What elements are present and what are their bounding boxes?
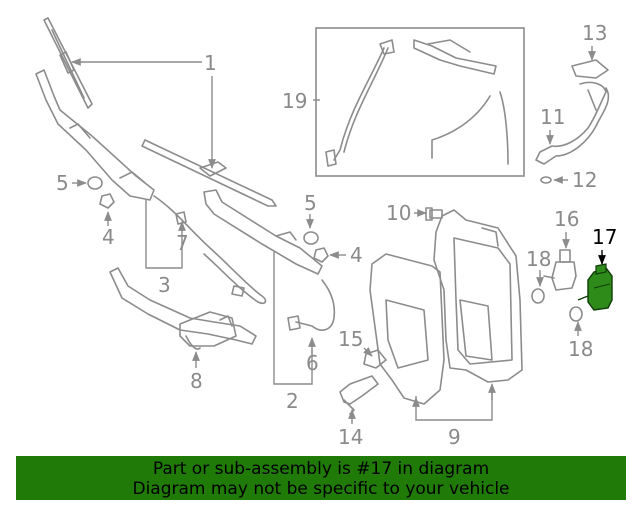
connector-14 bbox=[339, 375, 379, 415]
nut-cap-5-left bbox=[87, 176, 103, 190]
callout-15: 15 bbox=[338, 327, 363, 351]
parts-diagram: 1 2 3 4 4 5 5 6 7 8 9 10 11 12 13 14 15 … bbox=[35, 17, 617, 449]
callout-8: 8 bbox=[190, 369, 203, 393]
washer-hose-right bbox=[287, 279, 336, 331]
inset-box-nozzles bbox=[315, 27, 525, 177]
callout-5-right: 5 bbox=[304, 191, 317, 215]
washer-hose-left bbox=[153, 195, 267, 305]
wiper-blade-upper bbox=[43, 17, 93, 109]
leader-lines bbox=[71, 46, 606, 424]
wiper-blade-lower bbox=[141, 139, 277, 207]
wiper-arm-left bbox=[35, 69, 155, 201]
callout-16: 16 bbox=[554, 207, 579, 231]
bolt-10 bbox=[425, 207, 443, 221]
callout-14: 14 bbox=[338, 425, 363, 449]
callout-18-left: 18 bbox=[526, 247, 551, 271]
callout-9: 9 bbox=[448, 425, 461, 449]
filler-neck bbox=[535, 59, 610, 184]
washer-pump-17-highlighted bbox=[577, 263, 613, 311]
callout-6: 6 bbox=[306, 351, 319, 375]
banner-line-2: Diagram may not be specific to your vehi… bbox=[132, 479, 510, 499]
grommet-18-left bbox=[531, 288, 545, 304]
callout-5-left: 5 bbox=[56, 171, 69, 195]
wiper-linkage bbox=[109, 267, 257, 350]
grommet-18-right bbox=[569, 306, 583, 322]
callout-4-left: 4 bbox=[102, 225, 115, 249]
callout-12: 12 bbox=[572, 168, 597, 192]
callout-4-right: 4 bbox=[350, 243, 363, 267]
nut-4-right bbox=[313, 247, 329, 263]
callout-1: 1 bbox=[204, 51, 217, 75]
callout-13: 13 bbox=[582, 21, 607, 45]
clip-15 bbox=[363, 349, 387, 369]
callout-3: 3 bbox=[158, 273, 171, 297]
banner-line-1: Part or sub-assembly is #17 in diagram bbox=[152, 459, 490, 479]
callout-18-right: 18 bbox=[568, 337, 593, 361]
callout-17: 17 bbox=[592, 225, 617, 249]
callout-11: 11 bbox=[540, 105, 565, 129]
callout-19: 19 bbox=[282, 89, 307, 113]
notice-banner: Part or sub-assembly is #17 in diagram D… bbox=[16, 456, 626, 500]
nut-cap-5-right bbox=[303, 231, 319, 245]
washer-pump-16 bbox=[543, 249, 577, 291]
callout-2: 2 bbox=[286, 389, 299, 413]
nut-4-left bbox=[99, 193, 115, 209]
washer-reservoir bbox=[369, 209, 523, 405]
callout-7: 7 bbox=[176, 231, 189, 255]
callout-10: 10 bbox=[386, 201, 411, 225]
wiper-arm-right bbox=[203, 189, 323, 275]
